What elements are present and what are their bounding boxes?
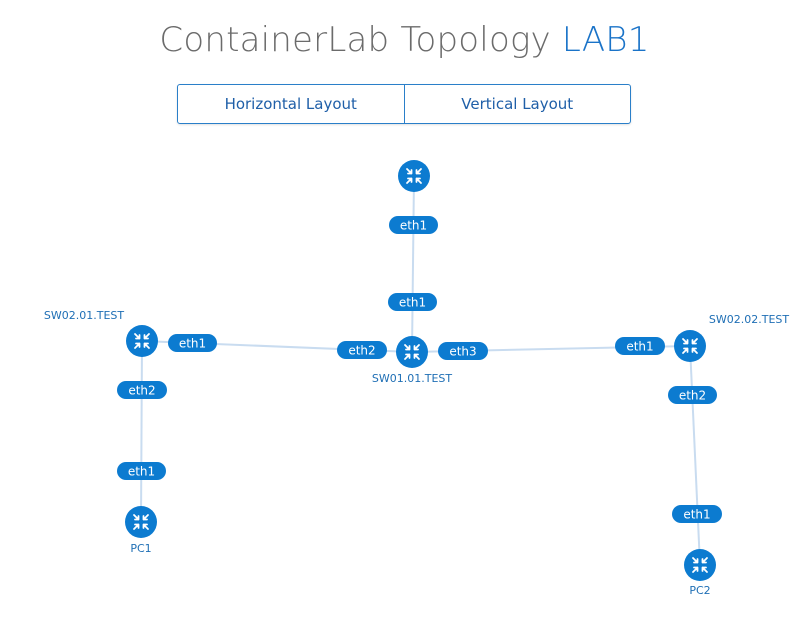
node-sw0202[interactable]	[674, 330, 706, 362]
iface-label: eth3	[449, 345, 476, 359]
router-icon	[684, 549, 716, 581]
node-label-sw0202: SW02.02.TEST	[709, 313, 789, 326]
iface-label: eth1	[179, 337, 206, 351]
iface-label: eth1	[128, 465, 155, 479]
iface-sw0101-eth2[interactable]: eth2	[337, 341, 387, 359]
node-pc2[interactable]	[684, 549, 716, 581]
node-sw0101[interactable]	[396, 336, 428, 368]
node-pc1[interactable]	[125, 506, 157, 538]
iface-sw0101-eth1[interactable]: eth1	[388, 293, 437, 311]
iface-sw0202-eth2[interactable]: eth2	[668, 386, 717, 404]
iface-label: eth1	[400, 219, 427, 233]
iface-pc2-eth1[interactable]: eth1	[672, 505, 722, 523]
node-label-sw0101: SW01.01.TEST	[372, 372, 452, 385]
vertical-layout-button[interactable]: Vertical Layout	[403, 85, 631, 123]
iface-sw0201-eth2[interactable]: eth2	[117, 381, 167, 399]
iface-sw0201-eth1[interactable]: eth1	[168, 334, 217, 352]
title-lab-name: LAB1	[561, 20, 650, 60]
node-sw0201[interactable]	[126, 325, 158, 357]
node-label-pc2: PC2	[689, 584, 710, 597]
iface-label: eth2	[128, 384, 155, 398]
link-sw0201-pc1	[140, 340, 143, 523]
node-label-pc1: PC1	[130, 542, 151, 555]
router-icon	[396, 336, 428, 368]
iface-label: eth2	[348, 344, 375, 358]
horizontal-layout-button[interactable]: Horizontal Layout	[224, 95, 357, 113]
router-icon	[126, 325, 158, 357]
page-title: ContainerLab Topology LAB1	[0, 20, 809, 60]
iface-sw0101-eth3[interactable]: eth3	[438, 342, 488, 360]
title-prefix: ContainerLab Topology	[159, 20, 551, 60]
iface-label: eth1	[399, 296, 426, 310]
iface-sw0202-eth1[interactable]: eth1	[615, 337, 665, 355]
node-label-sw0201: SW02.01.TEST	[44, 309, 124, 322]
link-sw0202-pc2	[689, 345, 701, 566]
iface-top-eth1[interactable]: eth1	[389, 216, 438, 234]
node-top[interactable]	[398, 160, 430, 192]
iface-pc1-eth1[interactable]: eth1	[117, 462, 166, 480]
link-top-sw0101	[411, 175, 415, 353]
layout-button-group: Horizontal Layout Vertical Layout	[177, 84, 631, 124]
router-icon	[674, 330, 706, 362]
router-icon	[398, 160, 430, 192]
iface-label: eth2	[679, 389, 706, 403]
iface-label: eth1	[683, 508, 710, 522]
router-icon	[125, 506, 157, 538]
iface-label: eth1	[626, 340, 653, 354]
